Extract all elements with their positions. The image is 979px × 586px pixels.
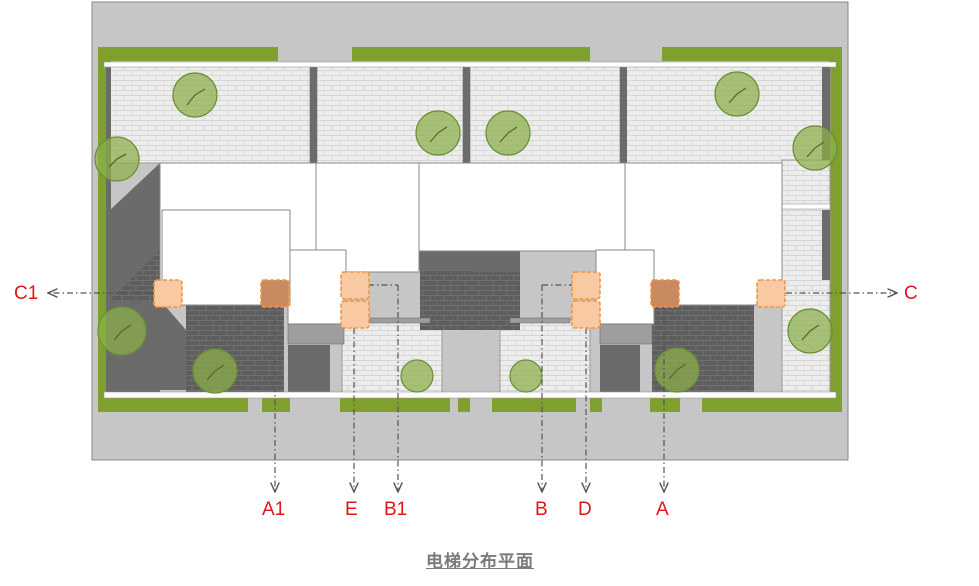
- elevators: [153, 271, 786, 329]
- label-c1: C1: [14, 283, 39, 304]
- label-e: E: [345, 499, 358, 520]
- label-b1: B1: [384, 499, 408, 520]
- elevator-d-lower: [571, 300, 601, 329]
- tree-branches: [108, 87, 825, 381]
- label-c: C: [904, 283, 918, 304]
- label-b: B: [535, 499, 548, 520]
- guide-lines: [48, 284, 897, 492]
- elevator-a1: [260, 279, 290, 308]
- elevator-e-lower: [340, 300, 370, 329]
- diagram-caption: 电梯分布平面: [426, 552, 534, 572]
- walkways: [287, 317, 653, 345]
- boundary-walls: [103, 61, 837, 399]
- label-a: A: [656, 499, 669, 520]
- elevator-c: [756, 279, 786, 308]
- elevator-a: [650, 279, 680, 308]
- label-d: D: [578, 499, 592, 520]
- elevator-d-upper: [571, 271, 601, 300]
- label-a1: A1: [262, 499, 286, 520]
- elevator-c1: [153, 279, 183, 308]
- elevator-e-upper: [340, 271, 370, 300]
